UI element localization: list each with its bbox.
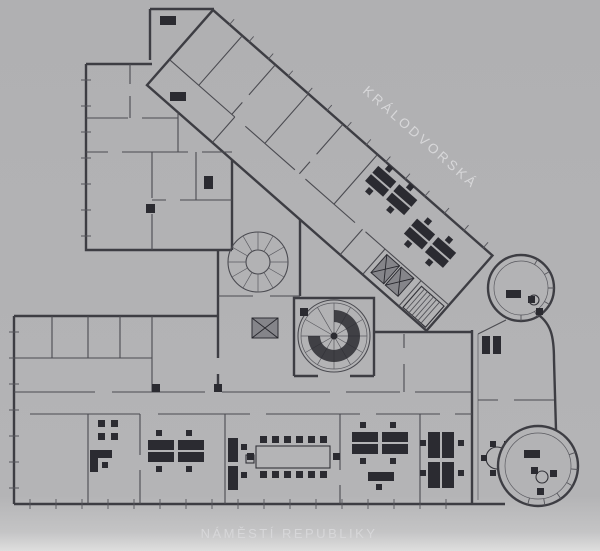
diagonal-wing — [145, 8, 495, 333]
wing-outer-walls — [145, 8, 495, 333]
corner-desk — [90, 450, 112, 472]
desk-cluster — [352, 422, 408, 490]
lower-wing — [9, 308, 505, 509]
block-outer-walls — [84, 7, 234, 252]
block-partitions — [86, 64, 232, 250]
chair-group — [98, 420, 118, 440]
fixture — [300, 308, 308, 316]
room-partitions — [14, 316, 421, 504]
fixture — [170, 92, 186, 101]
desk-cluster — [365, 164, 418, 216]
fixture — [160, 16, 176, 25]
fixture — [146, 204, 155, 213]
desk-cluster — [148, 430, 204, 472]
desk — [493, 336, 501, 354]
elevator-bank — [370, 253, 415, 298]
upper-left-block — [81, 7, 234, 252]
spiral-staircase — [292, 296, 376, 378]
street-label-bottom: NÁMĚSTÍ REPUBLIKY — [201, 526, 378, 541]
straight-stair — [402, 285, 445, 328]
chair — [536, 308, 543, 315]
wing-partitions — [198, 35, 422, 307]
desk — [482, 336, 490, 354]
chair — [537, 488, 544, 495]
elevator-cab — [251, 317, 279, 339]
chair — [528, 296, 535, 303]
wing-corridor-wall — [169, 59, 450, 306]
stair-connector — [216, 219, 302, 392]
fixture — [214, 384, 222, 392]
desk-cluster — [403, 217, 457, 268]
chair — [550, 470, 557, 477]
small-table — [528, 294, 540, 306]
fixture — [152, 384, 160, 392]
chair — [531, 467, 538, 474]
window-ticks — [228, 18, 489, 249]
window-ticks — [81, 79, 91, 237]
fixture — [204, 176, 213, 189]
fan-staircase — [227, 231, 289, 293]
tower-south — [496, 424, 580, 508]
desk — [506, 290, 521, 298]
tower-north — [486, 253, 556, 323]
desk — [524, 450, 540, 458]
small-table — [535, 470, 549, 484]
conference-table — [247, 436, 340, 478]
desk-cluster — [420, 432, 464, 488]
